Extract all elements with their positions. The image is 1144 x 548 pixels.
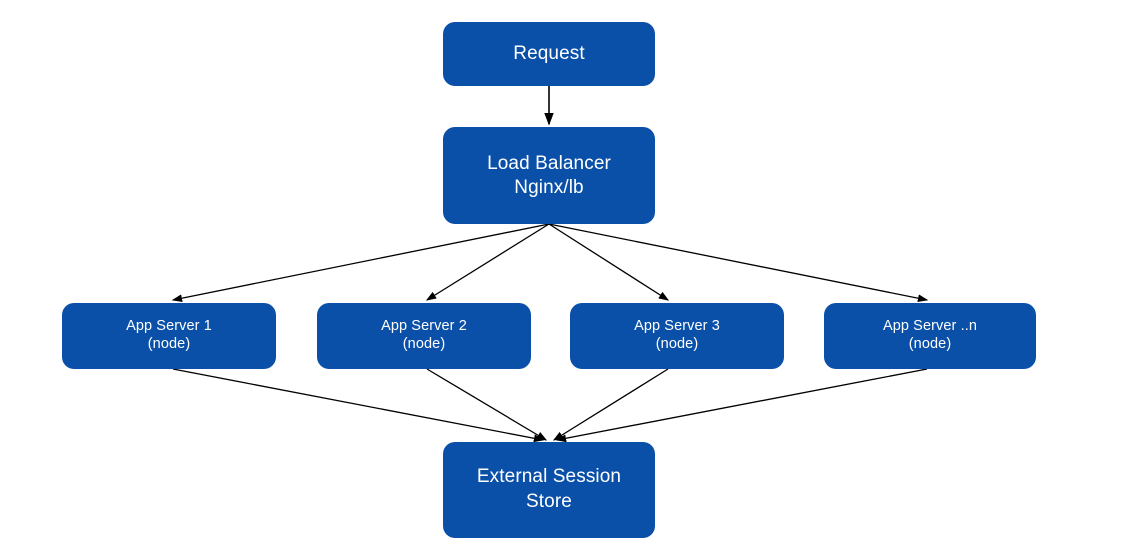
node-external-session-store-sublabel: Store [526,491,572,512]
node-external-session-store[interactable]: External Session Store [443,442,655,538]
edge-load-balancer-to-app-server-1 [171,223,550,303]
node-external-session-store-label: External Session [476,466,622,488]
node-load-balancer[interactable]: Load Balancer Nginx/lb [443,127,655,224]
node-app-server-3-label: App Server 3 [634,318,720,335]
node-app-server-1-sublabel: (node) [147,336,191,352]
node-request-label: Request [513,43,585,65]
node-app-server-n-label: App Server ..n [882,318,978,335]
node-app-server-3-sublabel: (node) [655,336,699,352]
node-load-balancer-label: Load Balancer [487,153,611,175]
node-app-server-1-label: App Server 1 [126,318,212,335]
edge-app-server-2-to-session-store [426,368,548,441]
edge-load-balancer-to-app-server-3 [548,223,670,301]
node-load-balancer-sublabel: Nginx/lb [514,176,584,198]
node-app-server-2[interactable]: App Server 2 (node) [317,303,531,369]
edge-app-server-1-to-session-store [172,368,545,443]
node-app-server-3[interactable]: App Server 3 (node) [570,303,784,369]
edge-app-server-n-to-session-store [555,368,928,443]
edge-load-balancer-to-app-server-2 [425,223,550,301]
node-app-server-1[interactable]: App Server 1 (node) [62,303,276,369]
edge-load-balancer-to-app-server-n [548,223,929,303]
node-app-server-n[interactable]: App Server ..n (node) [824,303,1036,369]
node-app-server-2-label: App Server 2 [381,318,467,335]
node-request[interactable]: Request [443,22,655,86]
node-app-server-n-sublabel: (node) [908,336,952,352]
edge-app-server-3-to-session-store [552,368,669,441]
node-app-server-2-sublabel: (node) [402,336,446,352]
